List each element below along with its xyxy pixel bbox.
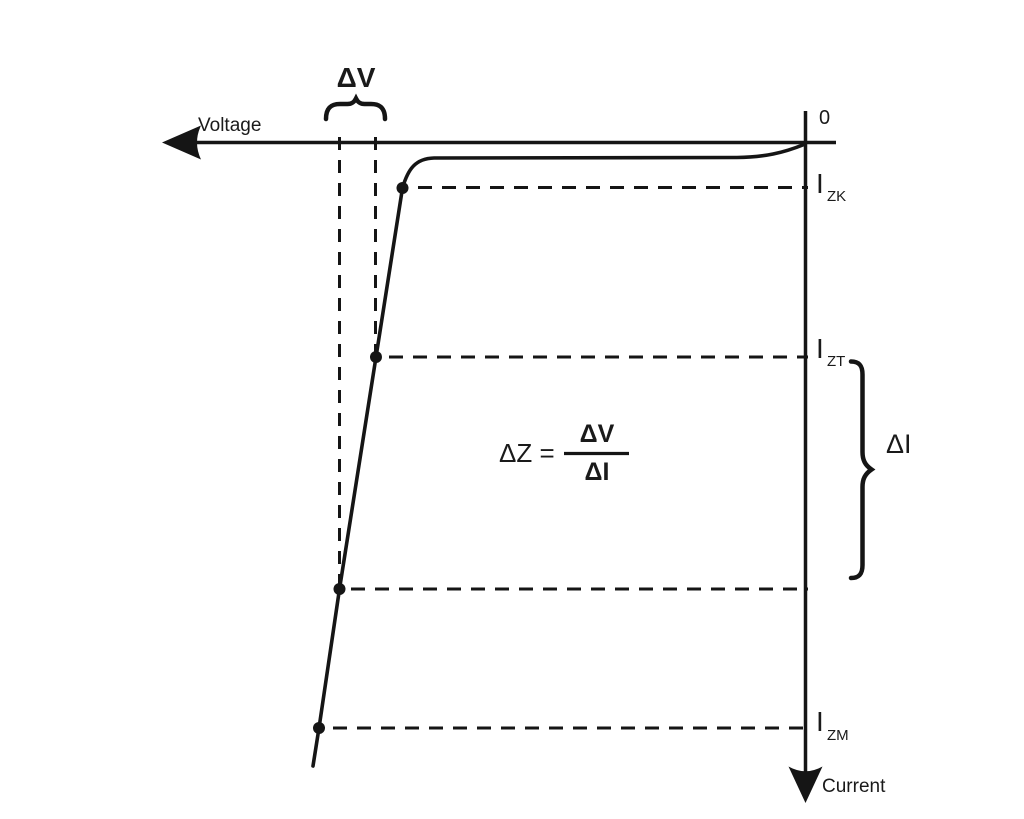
izm-axis-label: I ZM [816,706,849,744]
delta-i-brace [848,359,876,581]
origin-zero-label: 0 [819,107,830,129]
izt-axis-label: I ZT [816,333,845,370]
formula-denominator: ΔI [585,458,610,486]
lower-point-dot [333,583,346,595]
izt-label-main: I [816,333,824,364]
izm-point-dot [313,722,325,734]
voltage-axis-label: Voltage [198,115,261,136]
delta-v-label: ΔV [337,62,376,93]
izk-point-dot [396,182,409,194]
voltage-axis-arrowhead [162,125,201,160]
zener-curve [311,142,806,768]
izm-label-subscript: ZM [827,727,849,744]
izk-label-main: I [816,168,824,199]
current-axis-arrowhead [788,766,823,803]
izk-label-subscript: ZK [827,188,846,205]
impedance-formula: ΔZ = ΔV ΔI [499,420,629,486]
izt-label-subscript: ZT [827,353,845,370]
izm-label-main: I [816,706,824,737]
formula-lhs: ΔZ = [499,438,555,468]
formula-numerator: ΔV [580,420,615,448]
izt-point-dot [370,351,382,363]
delta-i-label: ΔI [886,429,912,459]
izk-axis-label: I ZK [816,168,846,205]
current-axis-label: Current [822,776,886,797]
delta-v-brace [323,93,388,122]
